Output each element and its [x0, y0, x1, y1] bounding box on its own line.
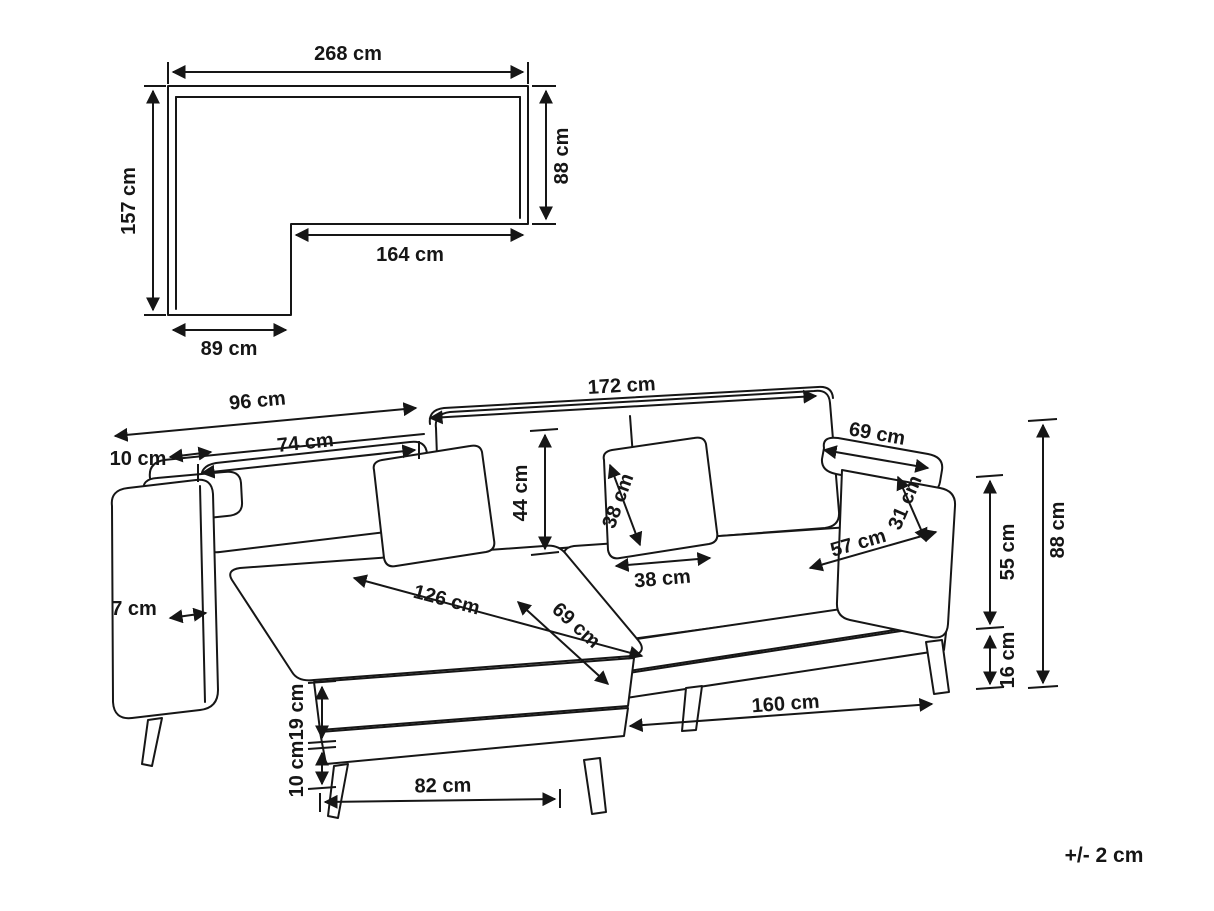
dim-label-depth-right: 88 cm [551, 128, 573, 185]
dim-label-front-width: 160 cm [751, 691, 820, 718]
dim-seat-cushion-height: 19 cm [286, 680, 337, 744]
tick [307, 746, 337, 750]
tick [530, 551, 560, 556]
dim-label-total-width: 268 cm [314, 43, 382, 65]
dim-right-back-width: 172 cm [428, 373, 818, 425]
dim-arrow [628, 697, 934, 733]
dim-topview-chaise-width: 89 cm [171, 323, 288, 360]
tick [307, 680, 337, 684]
dim-label-left-back-width: 96 cm [228, 387, 287, 414]
dim-label-left-arm-width: 7 cm [111, 598, 157, 620]
dim-left-back-width: 96 cm [113, 387, 418, 442]
left-back-frame-line [148, 433, 425, 479]
tick [1027, 418, 1058, 422]
chaise-leg-right [583, 757, 607, 815]
dim-topview-depth-right: 88 cm [532, 85, 573, 225]
dim-leg-height: 16 cm [975, 632, 1019, 690]
dim-arrow [113, 402, 418, 442]
right-seat-leg-mid [681, 685, 703, 732]
top-view-diagram: 268 cm 157 cm 88 cm 164 cm 89 cm [118, 43, 573, 360]
tick [529, 428, 559, 432]
dim-topview-depth-left: 157 cm [118, 85, 166, 316]
tick [1027, 685, 1059, 689]
dim-total-height: 88 cm [1027, 418, 1069, 689]
dim-arrow [323, 792, 557, 809]
dim-topview-inner-width: 164 cm [294, 228, 525, 266]
left-armrest-inner-line [199, 485, 206, 703]
dim-arrow [516, 601, 610, 685]
tick [307, 786, 337, 790]
dim-arrow [822, 445, 930, 473]
dim-left-arm-width: 7 cm [111, 598, 208, 624]
topview-outline [167, 85, 529, 316]
pillow-left [372, 444, 496, 568]
tick [975, 686, 1005, 690]
dim-label-seat-height: 55 cm [997, 524, 1019, 581]
dim-label-chaise-width: 89 cm [201, 338, 258, 360]
dim-label-depth-left: 157 cm [118, 167, 140, 235]
dim-label-base-height: 10 cm [286, 741, 308, 798]
dim-arm-top-inset: 10 cm [110, 446, 213, 470]
dim-label-total-height: 88 cm [1047, 502, 1069, 559]
dim-label-right-back-width: 172 cm [587, 373, 656, 399]
left-armrest-leg [141, 717, 163, 767]
right-seat-leg-right [925, 639, 950, 695]
dim-arrow [607, 463, 643, 547]
dim-topview-total-width: 268 cm [167, 43, 529, 84]
dim-seat-height: 55 cm [975, 474, 1019, 630]
left-armrest [110, 478, 219, 720]
chaise-leg-left [327, 763, 349, 819]
dim-back-cushion-height: 44 cm [510, 428, 560, 556]
tick [975, 474, 1004, 478]
dim-arrow [168, 607, 208, 624]
tick [307, 740, 337, 744]
dim-label-chaise-front-width: 82 cm [414, 775, 471, 798]
dim-arrow [896, 475, 928, 543]
dim-arrow [428, 389, 818, 425]
dim-label-inner-width: 164 cm [376, 244, 444, 266]
dim-arrow [200, 444, 417, 479]
dim-label-arm-top-inset: 10 cm [110, 448, 167, 470]
dim-label-leg-height: 16 cm [997, 632, 1019, 689]
tick [975, 626, 1005, 630]
dim-arrow [614, 552, 712, 572]
dim-label-seat-cushion-height: 19 cm [286, 684, 308, 741]
dim-base-height: 10 cm [286, 741, 337, 798]
dim-chaise-front-width: 82 cm [319, 775, 561, 812]
dim-front-width: 160 cm [628, 691, 934, 733]
dim-label-back-cushion-height: 44 cm [510, 465, 532, 522]
tolerance-note: +/- 2 cm [1065, 844, 1144, 867]
